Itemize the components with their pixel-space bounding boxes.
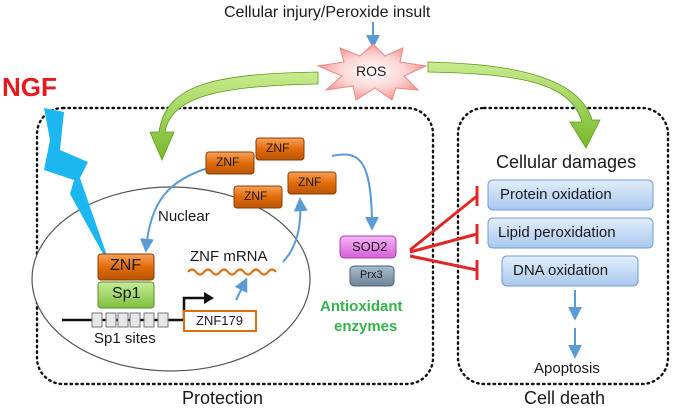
protection-label: Protection [182,388,264,408]
prx3-box [349,265,395,287]
mrna-to-znf-arrow [282,197,308,263]
sod2-box [339,235,397,259]
gene-to-mrna-arrow [234,277,248,301]
znf-to-sod2-arrow [331,153,379,231]
cell-death-region [456,106,670,386]
znf-box-nuclear [97,253,155,281]
mrna-wave [187,268,277,276]
apoptosis-label: Apoptosis [534,360,600,377]
ros-burst [316,43,428,101]
top-label: Cellular injury/Peroxide insult [224,4,431,21]
znf-box-2 [255,137,305,161]
znf-label-4: ZNF [298,175,322,189]
prx3-label: Prx3 [360,269,383,281]
znf179-label: ZNF179 [196,313,243,328]
znf-box-1 [205,151,255,175]
antioxidant-label-1: Antioxidant [320,298,403,315]
nuclear-label: Nuclear [158,208,210,225]
cell-death-label: Cell death [524,388,606,408]
inhibition-lines [409,186,479,280]
znf179-gene-box [183,310,257,332]
sp1-site-boxes [91,312,169,328]
damage-label-2: DNA oxidation [513,262,609,279]
damage-label-0: Protein oxidation [500,186,612,203]
damage-box-2 [501,255,639,287]
znf-label-2: ZNF [266,141,290,155]
znf-label-1: ZNF [216,155,240,169]
znf-nuclear-label: ZNF [110,257,142,274]
ros-label: ROS [356,63,387,79]
damage-box-1 [487,217,654,249]
antioxidant-label-2: enzymes [334,318,398,335]
cellular-damages-label: Cellular damages [496,152,637,172]
damage-label-1: Lipid peroxidation [498,224,616,241]
sp1-label: Sp1 [112,285,141,302]
znf-label-3: ZNF [244,189,268,203]
znf-mrna-label: ZNF mRNA [190,248,268,265]
ros-to-death-arrow [427,61,601,149]
znf-box-4 [287,171,337,195]
sp1-sites-label: Sp1 sites [94,330,156,347]
znf-box-3 [233,185,283,209]
sp1-box [97,281,155,309]
ngf-lightning [44,108,112,270]
ngf-label: NGF [2,72,57,102]
sod2-label: SOD2 [352,239,388,254]
znf-to-nucleus-arrow [139,167,209,253]
ros-to-protection-arrow [149,71,319,162]
damage-box-0 [487,179,654,211]
